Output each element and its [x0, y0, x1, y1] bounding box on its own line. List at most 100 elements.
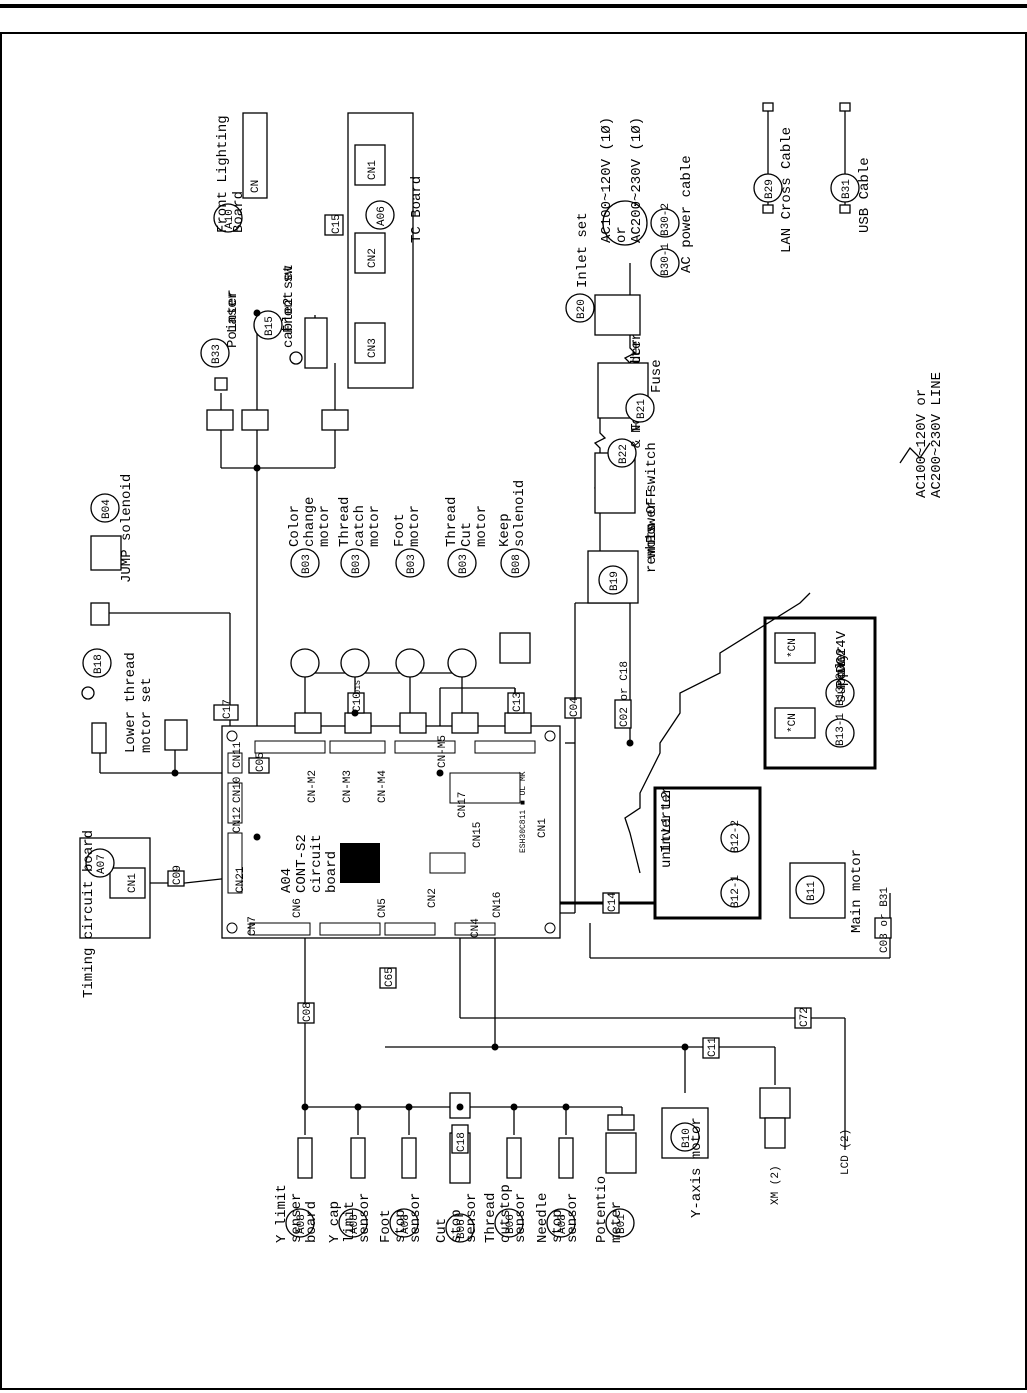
b12-1-code: B12-1 [730, 875, 742, 908]
b33-line1: Laser [225, 291, 241, 333]
b08-2: solenoid [512, 480, 528, 547]
b21-label: Fuse [649, 359, 665, 393]
cn17-label: CN17 [457, 792, 469, 818]
b29-code: B29 [764, 179, 776, 199]
b13-cn-2: *CN [787, 638, 799, 658]
a10-cn: CN [250, 180, 262, 193]
b03-catch-2: catch [352, 505, 368, 547]
board-name-line1: CONT-S2 [294, 834, 310, 893]
a08-foot-code: A08 [400, 1214, 412, 1234]
cn16-label: CN16 [492, 892, 504, 918]
b10-code: B10 [681, 1128, 693, 1148]
b19-1: Power switch [644, 442, 660, 543]
b18-line1: Lower thread [123, 652, 139, 753]
a08-y-2: senser [289, 1193, 305, 1243]
a08-needle-code: A08 [557, 1214, 569, 1234]
tc-cn3: CN3 [367, 338, 379, 358]
b31-label: USB Cable [857, 157, 873, 233]
b03-foot-2: motor [407, 505, 423, 547]
b20-label: Inlet set [575, 212, 591, 288]
b20-code: B20 [576, 299, 588, 319]
b03-catch-3: motor [367, 505, 383, 547]
c14-label: C14 [607, 892, 619, 912]
b01-code: B01 [616, 1214, 628, 1234]
jump-solenoid: B04 JUMP solenoid C17 [90, 474, 239, 721]
b11-label: Main motor [849, 849, 865, 933]
cn10-label: CN10 [232, 777, 244, 803]
b06-cut-3: sensor [464, 1193, 480, 1243]
b18-code: B18 [93, 654, 105, 674]
junctions [171, 309, 689, 1111]
b12-2-code: B12-2 [730, 820, 742, 853]
c08-label: C08 [302, 1002, 314, 1022]
b21-code: B21 [636, 399, 648, 419]
c17-label: C17 [222, 699, 234, 719]
a10-line2: Board [231, 191, 247, 233]
cables-lan-usb: B29 LAN Cross Cable B31 USB Cable [753, 102, 873, 253]
ac-legend: AC100~120V or AC200~230V LINE [899, 372, 945, 498]
a08-foot-3: sensor [408, 1193, 424, 1243]
b15-line1: Front sw [281, 265, 297, 333]
b19-code: B19 [609, 571, 621, 591]
a08-needle-1: Needle [535, 1193, 551, 1243]
tc-cn1: CN1 [367, 160, 379, 180]
b13-cn-1: *CN [787, 713, 799, 733]
b06-cut-1: Cut [434, 1218, 450, 1243]
b31-code: B31 [841, 179, 853, 199]
b13-1-code: B13-1 [835, 713, 847, 746]
cn4-label: CN4 [470, 918, 482, 938]
c09-label: C09 [172, 865, 184, 885]
b13-2: Power [834, 646, 850, 688]
b06-thread-code: B06 [505, 1214, 517, 1234]
diagram-content: A04 CONT-S2 circuit board CN7 CN6 CN5 CN… [79, 102, 945, 1243]
c15-label: C15 [331, 214, 343, 234]
board-name-line2: circuit [309, 834, 325, 893]
ac-src-2: or [614, 226, 630, 243]
a10-line1: Front Lighting [215, 115, 231, 233]
b30-2-code: B30-2 [660, 203, 672, 236]
lcd-label: LCD (2) [840, 1129, 852, 1175]
b30-1-code: B30-1 [660, 243, 672, 276]
b03-catch-code: B03 [351, 554, 363, 574]
c18-label: C18 [456, 1132, 468, 1152]
a08-ycap-code: A08 [349, 1214, 361, 1234]
a08-ycap-1: Y cap [327, 1201, 343, 1243]
cn-m4-label: CN-M4 [377, 770, 389, 803]
b13-1: DC24V [834, 630, 850, 673]
b01-2: meter [609, 1201, 625, 1243]
timing-cn1: CN1 [127, 873, 139, 893]
b30-label: AC power cable [679, 155, 695, 273]
ac-legend-2: AC200~230V LINE [929, 372, 945, 498]
b06-cut-2: stop [449, 1209, 465, 1243]
a08-y-code: A08 [296, 1214, 308, 1234]
b12-2: Inverter [659, 786, 675, 853]
c04-label: C04 [569, 697, 581, 717]
front-group: C05 B33 Laser Pointer B15 Front sw cable… [200, 112, 425, 774]
b03-foot-code: B03 [406, 554, 418, 574]
b19-2: whis [644, 524, 660, 558]
a06-code: A06 [376, 206, 388, 226]
a08-y-1: Y limit [274, 1184, 290, 1243]
a06-label: TC Board [409, 176, 425, 243]
page-frame [0, 32, 1027, 1390]
b03-catch-1: Thread [337, 497, 353, 547]
b15-line2: cable2 set [281, 264, 297, 348]
b10-label: Y-axis motor [689, 1117, 705, 1218]
b03-cut-2: Cut [459, 522, 475, 547]
cn-m3-label: CN-M3 [342, 770, 354, 803]
cn6-label: CN6 [292, 898, 304, 918]
b03-cut-code: B03 [458, 554, 470, 574]
cn12-label: CN12 [232, 807, 244, 833]
board-ul-mark: ESH30C811 ■ UL MK [519, 771, 528, 853]
a08-y-3: board [304, 1201, 320, 1243]
b06-thread-3: sensor [513, 1193, 529, 1243]
timing-label: Timing circuit board [81, 830, 97, 998]
a08-ycap-3: sensor [357, 1193, 373, 1243]
cn7-label: CN7 [247, 916, 259, 936]
cn21-label: CN21 [235, 866, 247, 893]
cn-m5-label: CN-M5 [437, 735, 449, 768]
b33-code: B33 [211, 344, 223, 364]
board-code: A04 [279, 868, 295, 893]
b13-3: supply [834, 653, 850, 703]
